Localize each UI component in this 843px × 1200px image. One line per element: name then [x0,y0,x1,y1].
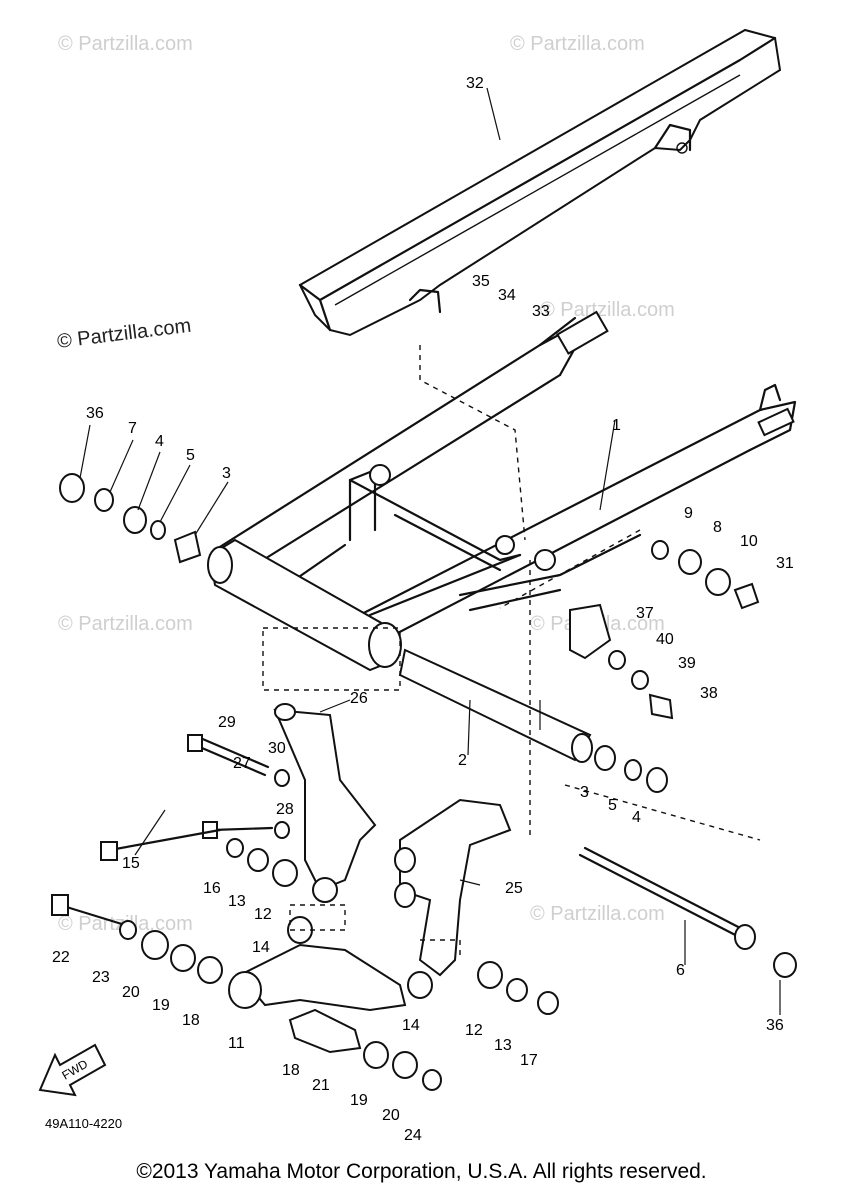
watermark: © Partzilla.com [58,33,193,55]
callout-22: 22 [52,949,70,966]
watermark: © Partzilla.com [540,299,675,321]
bolts-drawing [51,734,274,927]
left-link-arm-drawing [273,703,377,903]
diagram-code: 49A110-4220 [45,1116,122,1131]
callout-34: 34 [498,287,516,304]
callout-18b: 18 [282,1062,300,1079]
swingarm-drawing [207,310,797,672]
watermark: © Partzilla.com [510,33,645,55]
callout-27: 27 [233,755,251,772]
callout-29: 29 [218,714,236,731]
callout-16: 16 [203,880,221,897]
watermark: © Partzilla.com [58,613,193,635]
callout-20: 20 [122,984,140,1001]
callout-33: 33 [532,303,550,320]
callout-14: 14 [252,939,270,956]
callout-21: 21 [312,1077,330,1094]
callout-12: 12 [254,906,272,923]
callout-4: 4 [155,433,164,450]
callout-7: 7 [128,420,137,437]
callout-23: 23 [92,969,110,986]
callout-labels: 32 35 34 33 36 7 4 5 3 1 9 8 10 31 37 40… [52,75,794,1144]
callout-37: 37 [636,605,654,622]
callout-36b: 36 [766,1017,784,1034]
callout-26: 26 [350,690,368,707]
callout-20b: 20 [382,1107,400,1124]
callout-5: 5 [186,447,195,464]
callout-30: 30 [268,740,286,757]
callout-31: 31 [776,555,794,572]
right-hardware-drawing [651,540,760,610]
callout-6: 6 [676,962,685,979]
callout-3b: 3 [580,784,589,801]
callout-39: 39 [678,655,696,672]
callout-40: 40 [656,631,674,648]
callout-5b: 5 [608,797,617,814]
left-hardware-drawing [59,473,202,564]
bottom-hardware-drawing [119,769,559,1091]
callout-11: 11 [228,1035,245,1052]
callout-25: 25 [505,880,523,897]
callout-18: 18 [182,1012,200,1029]
fwd-arrow: FWD [38,1043,107,1097]
watermark-dark: © Partzilla.com [56,315,192,353]
callout-38: 38 [700,685,718,702]
callout-19: 19 [152,997,170,1014]
callout-28: 28 [276,801,294,818]
callout-9: 9 [684,505,693,522]
callout-19b: 19 [350,1092,368,1109]
watermark: © Partzilla.com [530,903,665,925]
callout-36: 36 [86,405,104,422]
callout-13: 13 [228,893,246,910]
callout-24: 24 [404,1127,422,1144]
copyright-notice: ©2013 Yamaha Motor Corporation, U.S.A. A… [136,1160,707,1183]
callout-17: 17 [520,1052,538,1069]
callout-32: 32 [466,75,484,92]
pivot-spacers-drawing [594,745,668,793]
leader-lines [79,87,781,1015]
callout-1: 1 [612,417,621,434]
right-link-arm-drawing [394,798,512,977]
callout-2: 2 [458,752,467,769]
callout-13b: 13 [494,1037,512,1054]
slider-block-drawing [569,603,674,720]
callout-4b: 4 [632,809,641,826]
axle-bolt-drawing [578,846,797,978]
callout-10: 10 [740,533,758,550]
callout-14b: 14 [402,1017,420,1034]
callout-8: 8 [713,519,722,536]
pivot-shaft-drawing [398,648,593,763]
callout-35: 35 [472,273,490,290]
callout-15: 15 [122,855,140,872]
chain-case-drawing [298,28,782,337]
callout-12b: 12 [465,1022,483,1039]
callout-3: 3 [222,465,231,482]
